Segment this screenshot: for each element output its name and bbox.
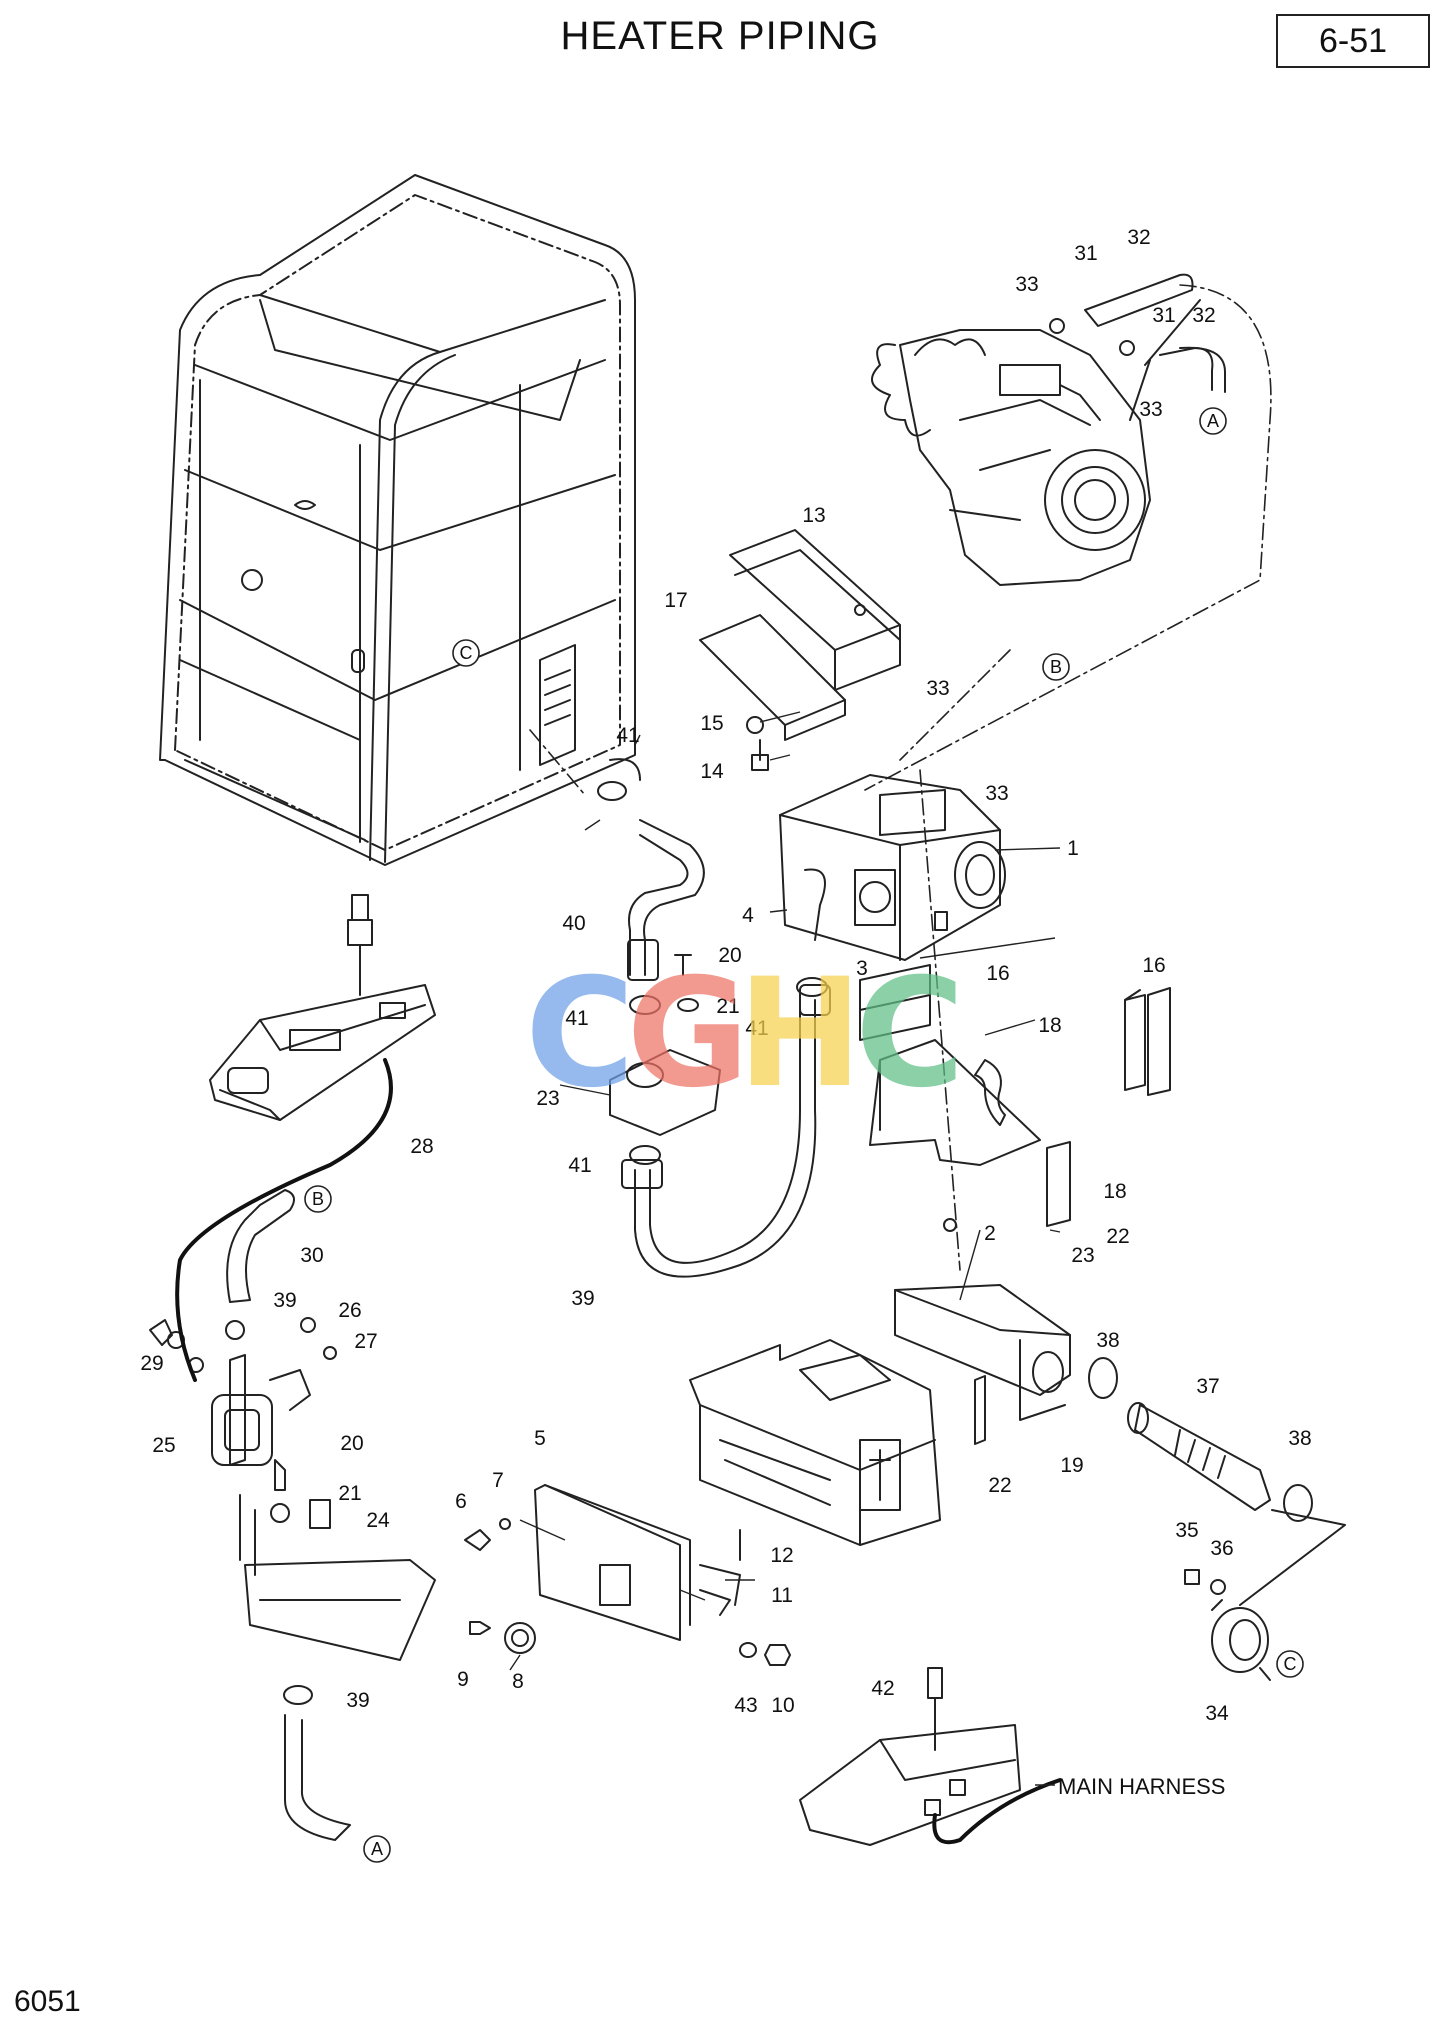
callout-part-22: 22 <box>1106 1225 1129 1248</box>
callout-part-28: 28 <box>410 1135 433 1158</box>
callout-part-41b: 41 <box>565 1007 588 1030</box>
callout-part-16: 16 <box>986 962 1009 985</box>
bracket-13-drawing <box>699 529 901 771</box>
shaft-assembly-drawing <box>1088 1357 1346 1681</box>
callout-part-34: 34 <box>1205 1702 1229 1725</box>
subframe-drawing <box>689 1284 1071 1546</box>
callout-part-33c: 33 <box>926 677 949 700</box>
callout-part-14: 14 <box>700 760 724 783</box>
watermark-letter: G <box>626 947 749 1121</box>
heater-unit-drawing <box>779 774 1006 961</box>
panel-5-drawing <box>464 1484 791 1666</box>
callout-part-41c: 41 <box>745 1017 768 1040</box>
ref-letter: B <box>312 1189 324 1209</box>
callout-part-32b: 32 <box>1192 304 1215 327</box>
callout-part-17: 17 <box>664 589 687 612</box>
callout-part-24: 24 <box>366 1509 390 1532</box>
callout-part-27: 27 <box>354 1330 377 1353</box>
callout-part-19: 19 <box>1060 1454 1083 1477</box>
callout-part-3: 3 <box>856 957 868 980</box>
callout-part-41: 41 <box>616 724 639 747</box>
callout-part-2: 2 <box>984 1222 996 1245</box>
callout-part-5: 5 <box>534 1427 546 1450</box>
callout-part-35: 35 <box>1175 1519 1198 1542</box>
page-title: HEATER PIPING <box>560 14 880 58</box>
callout-part-20b: 20 <box>340 1432 363 1455</box>
callout-part-36: 36 <box>1210 1537 1233 1560</box>
watermark-letter: C <box>855 947 965 1121</box>
callout-part-43: 43 <box>734 1694 757 1717</box>
callout-part-32: 32 <box>1127 226 1150 249</box>
main-harness-label: MAIN HARNESS <box>1058 1774 1225 1799</box>
callout-part-33d: 33 <box>985 782 1008 805</box>
callout-part-6: 6 <box>455 1490 467 1513</box>
callout-part-10: 10 <box>771 1694 794 1717</box>
callout-part-9: 9 <box>457 1668 469 1691</box>
callout-part-4: 4 <box>742 904 754 927</box>
callout-part-39c: 39 <box>346 1689 369 1712</box>
callout-part-41d: 41 <box>568 1154 591 1177</box>
reference-leaders <box>529 284 1272 1271</box>
control-panel-drawing <box>209 894 436 1121</box>
callout-part-38b: 38 <box>1288 1427 1311 1450</box>
callout-part-11: 11 <box>771 1584 793 1607</box>
watermark-letter: C <box>525 947 635 1121</box>
callout-part-33b: 33 <box>1139 398 1162 421</box>
ref-letter: A <box>1207 411 1219 431</box>
callout-part-39b: 39 <box>571 1287 594 1310</box>
clamps-and-plate-drawing <box>597 781 828 1165</box>
callout-part-21b: 21 <box>338 1482 361 1505</box>
ref-circles <box>304 407 1304 1863</box>
ref-letter: C <box>1284 1654 1297 1674</box>
watermark: C G H C <box>525 947 965 1121</box>
callout-part-21: 21 <box>716 995 739 1018</box>
callout-part-13: 13 <box>802 504 825 527</box>
callout-part-42: 42 <box>871 1677 894 1700</box>
callout-part-20: 20 <box>718 944 741 967</box>
lower-switch-box-drawing <box>799 1667 1021 1846</box>
duct-plate-drawing <box>859 964 1171 1232</box>
callout-leaders <box>509 711 1061 1786</box>
callout-part-31b: 31 <box>1152 304 1175 327</box>
callout-part-37: 37 <box>1196 1375 1219 1398</box>
ref-letter: A <box>371 1839 383 1859</box>
ref-letter: B <box>1050 657 1062 677</box>
callout-part-33: 33 <box>1015 273 1038 296</box>
cab-frame-drawing <box>159 174 636 866</box>
callout-part-15: 15 <box>700 712 723 735</box>
callout-part-31: 31 <box>1074 242 1097 265</box>
watermark-letter: H <box>737 947 863 1121</box>
page-number-box: 6-51 <box>1276 14 1430 68</box>
callout-part-8: 8 <box>512 1670 524 1693</box>
callout-part-12: 12 <box>770 1544 793 1567</box>
callout-part-29: 29 <box>140 1352 163 1375</box>
callout-part-38: 38 <box>1096 1329 1119 1352</box>
callout-part-30: 30 <box>300 1244 323 1267</box>
callout-part-7: 7 <box>492 1469 504 1492</box>
callout-part-23: 23 <box>536 1087 559 1110</box>
upper-hoses-drawing <box>1049 273 1226 393</box>
heater-hoses-drawing <box>609 758 831 1278</box>
callout-part-1: 1 <box>1067 837 1079 860</box>
callout-part-26: 26 <box>338 1299 361 1322</box>
callout-part-16b: 16 <box>1142 954 1165 977</box>
callout-part-23b: 23 <box>1071 1244 1094 1267</box>
callout-part-22b: 22 <box>988 1474 1011 1497</box>
engine-drawing <box>871 299 1201 586</box>
callout-part-40: 40 <box>562 912 585 935</box>
callout-part-39: 39 <box>273 1289 296 1312</box>
callout-part-18b: 18 <box>1103 1180 1126 1203</box>
callout-part-25: 25 <box>152 1434 175 1457</box>
wire-harness-lines <box>175 1058 1062 1845</box>
footer-code: 6051 <box>14 1985 81 2018</box>
part-callouts: 1 2 3 4 5 6 7 8 9 10 11 12 13 14 15 16 1… <box>140 226 1311 1725</box>
left-valve-drawing <box>149 1189 436 1841</box>
callout-part-18: 18 <box>1038 1014 1061 1037</box>
ref-letter: C <box>460 643 473 663</box>
